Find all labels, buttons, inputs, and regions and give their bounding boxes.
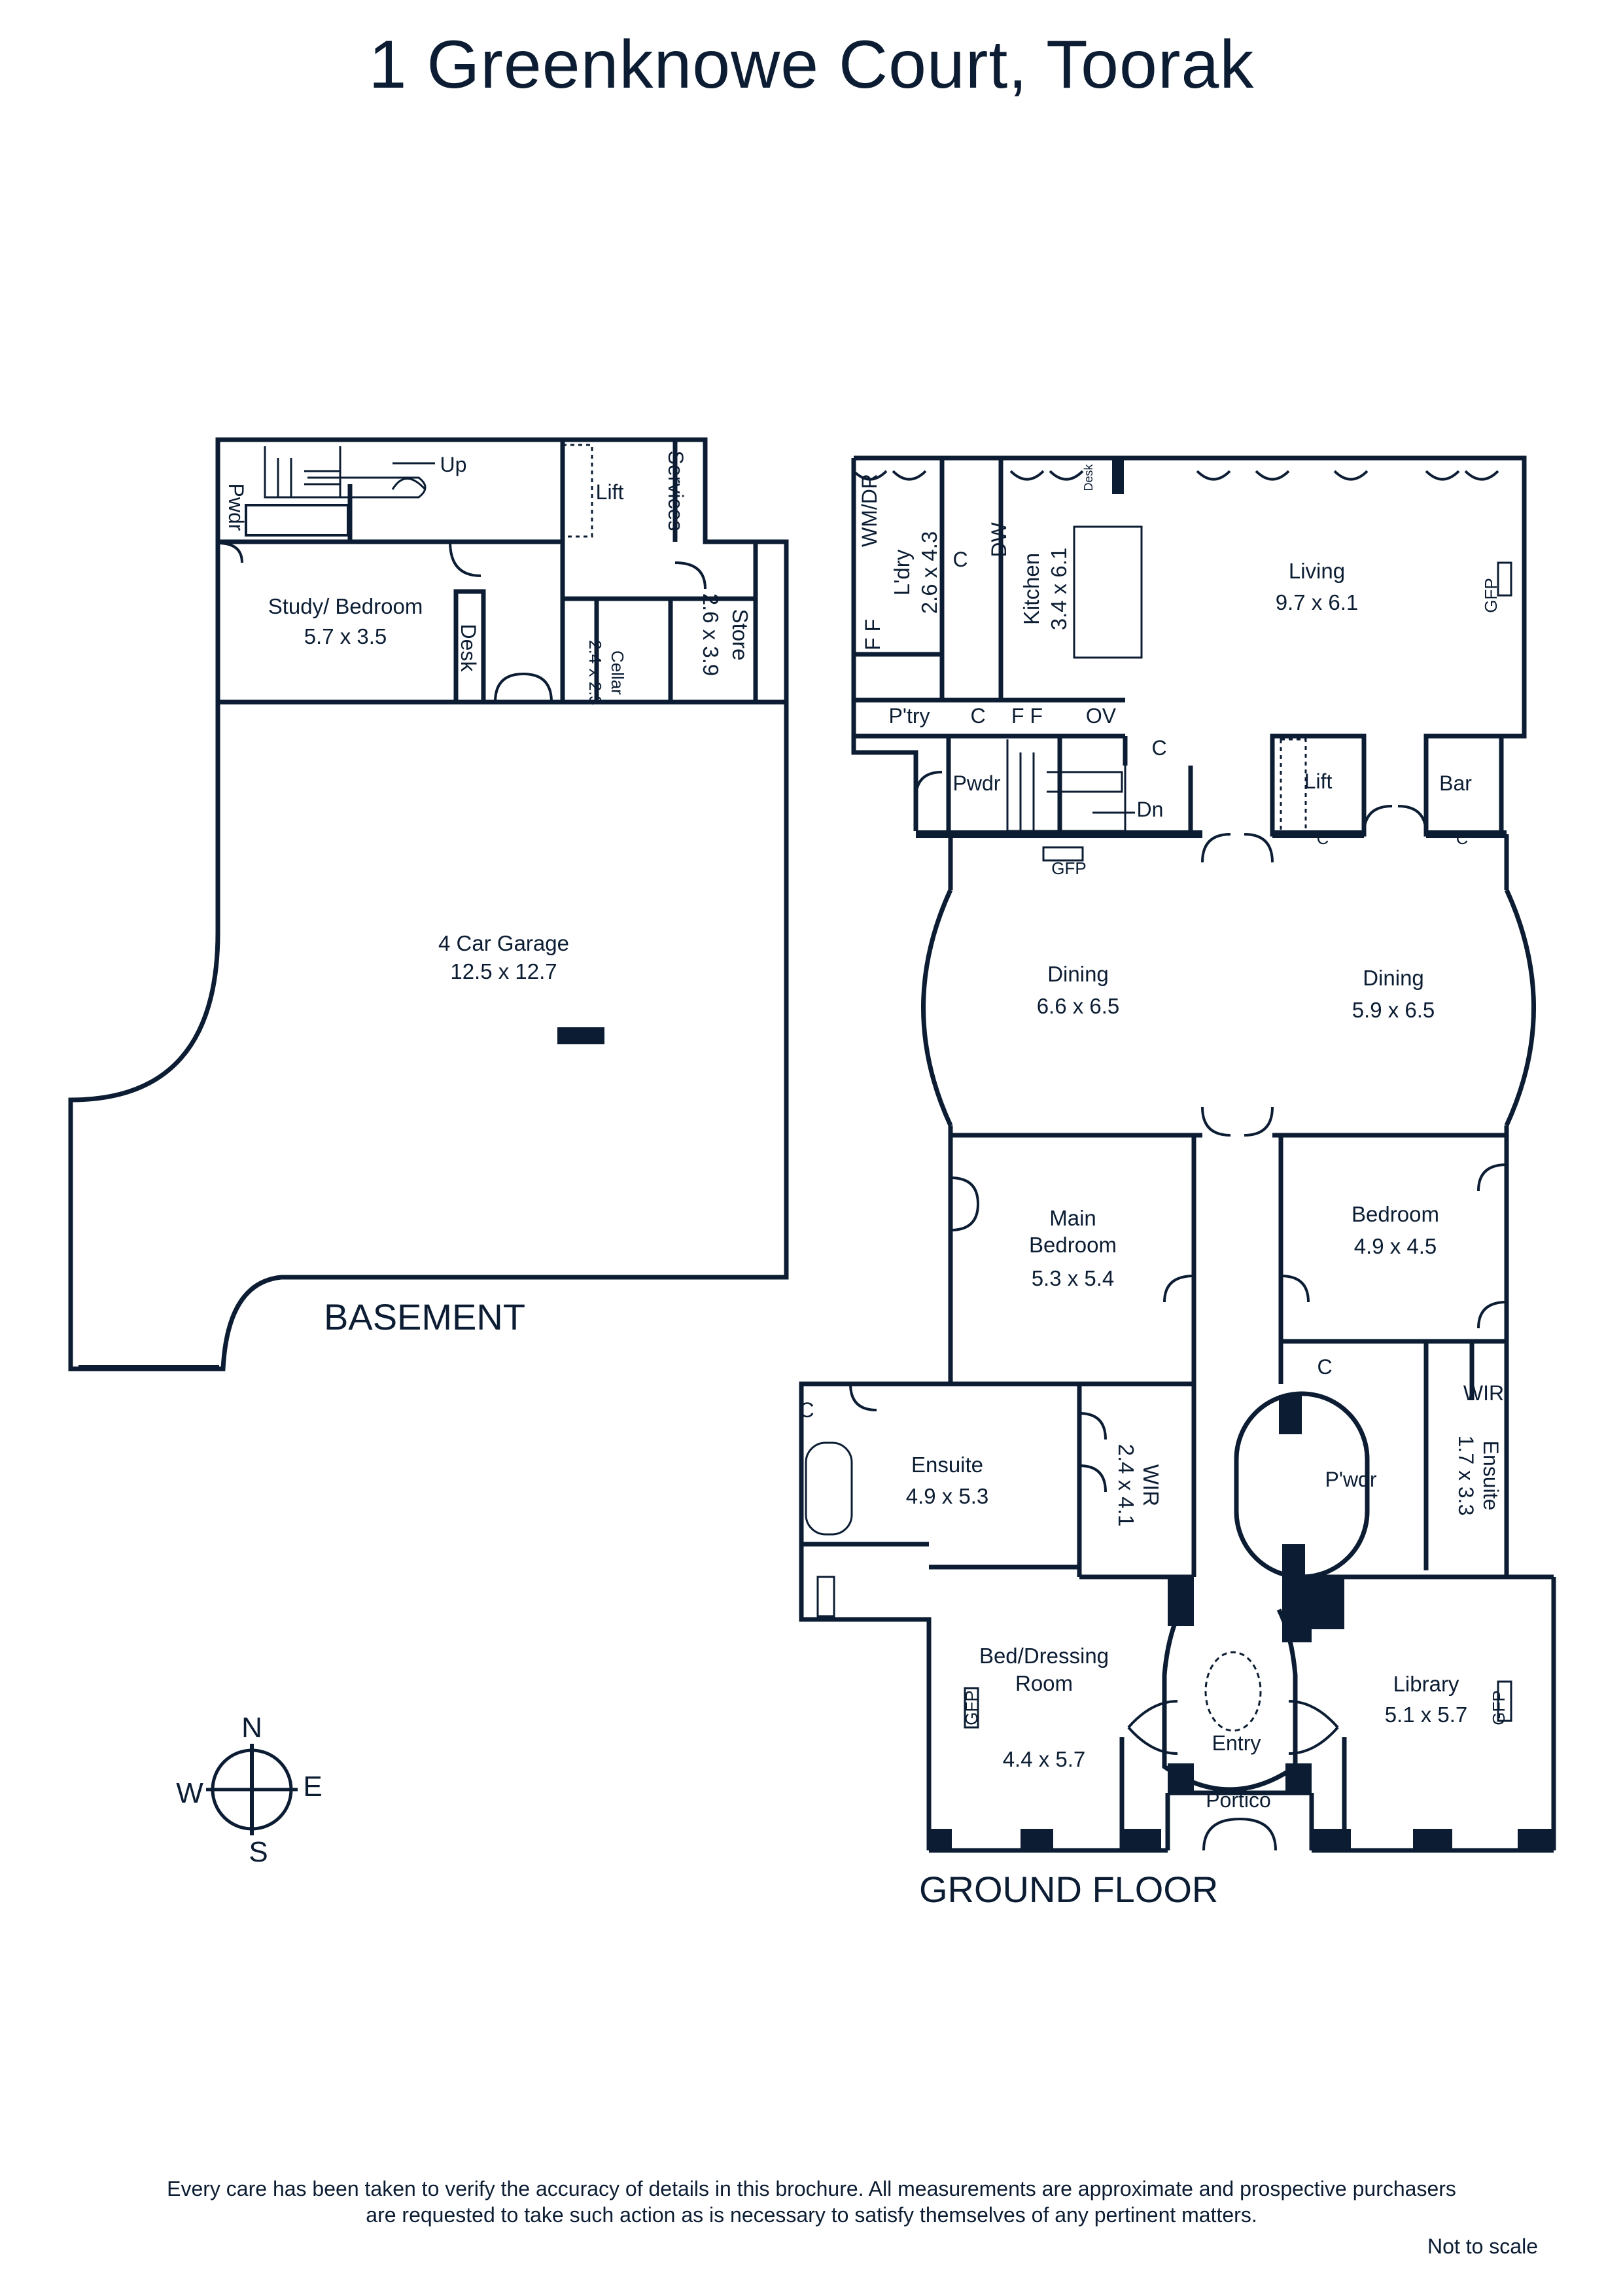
garage-dimensions: 12.5 x 12.7 [450, 959, 557, 983]
ensuite-label: Ensuite [911, 1453, 983, 1477]
main-bedroom-dimensions: 5.3 x 5.4 [1032, 1266, 1115, 1290]
cellar-label: Cellar [608, 650, 627, 695]
compass-w: W [176, 1777, 203, 1809]
gfp-dressing-label: GFP [962, 1690, 981, 1725]
wm-dr-label: WM/DR [858, 474, 881, 547]
dining-1-dimensions: 6.6 x 6.5 [1037, 994, 1120, 1018]
ff-laundry-label: F F [861, 619, 884, 650]
wir-right-label: WIR [1463, 1381, 1504, 1405]
desk-basement-label: Desk [457, 624, 480, 673]
p-wdr-label: P'wdr [1325, 1468, 1376, 1491]
ldry-label: L'dry [890, 549, 914, 595]
kitchen-label: Kitchen [1019, 553, 1043, 625]
living-dimensions: 9.7 x 6.1 [1276, 590, 1359, 614]
library-label: Library [1393, 1672, 1459, 1696]
garage-label: 4 Car Garage [438, 931, 569, 955]
study-label: Study/ Bedroom [268, 594, 423, 618]
bed-dressing-label-2: Room [1015, 1671, 1073, 1695]
desk-kitchen-label: Desk [1082, 463, 1095, 491]
disclaimer: Every care has been taken to verify the … [0, 2176, 1623, 2228]
ensuite-dimensions: 4.9 x 5.3 [906, 1484, 989, 1508]
basement-stair [264, 446, 435, 499]
compass-n: N [241, 1712, 262, 1744]
ground-walls [799, 455, 1556, 1853]
main-bedroom-label-1: Main [1049, 1206, 1096, 1230]
ov-label: OV [1086, 704, 1117, 728]
dining-2-label: Dining [1363, 966, 1424, 990]
c-bedroom-label: C [1317, 1355, 1332, 1379]
up-label: Up [440, 453, 467, 476]
c-stair-label: C [1151, 736, 1166, 760]
fixtures-furniture [805, 525, 1512, 1732]
entry-label: Entry [1212, 1731, 1261, 1755]
services-label: Services [664, 451, 688, 531]
basement-floor-label: BASEMENT [324, 1296, 526, 1337]
cellar-dimensions: 2.4 x 2.3 [585, 640, 605, 705]
main-bedroom-label-2: Bedroom [1029, 1233, 1117, 1257]
c-lift-label: C [1317, 828, 1329, 848]
page-title: 1 Greenknowe Court, Toorak [368, 27, 1255, 103]
dn-label: Dn [1137, 798, 1164, 821]
wir-dimensions: 2.4 x 4.1 [1114, 1444, 1138, 1527]
store-dimensions: 2.6 x 3.9 [699, 593, 723, 677]
disclaimer-line-1: Every care has been taken to verify the … [167, 2177, 1456, 2200]
bedroom-dimensions: 4.9 x 4.5 [1354, 1234, 1437, 1258]
living-label: Living [1289, 559, 1345, 583]
kitchen-dimensions: 3.4 x 6.1 [1047, 548, 1071, 631]
library-dimensions: 5.1 x 5.7 [1385, 1703, 1468, 1727]
wir-label: WIR [1139, 1464, 1163, 1506]
compass-s: S [249, 1836, 268, 1868]
dining-2-dimensions: 5.9 x 6.5 [1352, 998, 1435, 1022]
ground-floor-label: GROUND FLOOR [919, 1869, 1219, 1910]
disclaimer-line-2: are requested to take such action as is … [366, 2203, 1257, 2227]
gfp-library-label: GFP [1489, 1690, 1509, 1725]
lift-basement-label: Lift [596, 480, 624, 504]
lift-ground-label: Lift [1304, 769, 1333, 793]
c-bar-label: C [1456, 828, 1469, 848]
ldry-dimensions: 2.6 x 4.3 [917, 531, 941, 614]
ff-kitchen-label: F F [1011, 704, 1043, 728]
pwdr-ground-label: Pwdr [953, 771, 1001, 795]
dining-1-label: Dining [1047, 962, 1109, 986]
compass: N S E W [176, 1712, 322, 1868]
basement-doors [217, 541, 707, 703]
store-label: Store [728, 609, 752, 661]
ensuite-2-dimensions: 1.7 x 3.3 [1454, 1436, 1478, 1516]
pwdr-basement-label: Pwdr [224, 484, 248, 531]
c-pantry-label: C [970, 704, 985, 728]
solid-walls [557, 460, 1554, 1850]
bar-label: Bar [1439, 771, 1472, 795]
compass-e: E [303, 1771, 322, 1803]
ground-doors [849, 470, 1507, 1851]
c-kitchen-label: C [952, 548, 968, 571]
bed-dressing-dimensions: 4.4 x 5.7 [1003, 1747, 1086, 1771]
dw-label: DW [987, 522, 1011, 557]
gfp-living-label: GFP [1481, 578, 1501, 612]
ptry-label: P'try [889, 704, 930, 728]
portico-label: Portico [1206, 1788, 1271, 1812]
c-ensuite-label: C [799, 1398, 814, 1422]
study-dimensions: 5.7 x 3.5 [304, 624, 387, 648]
basement-walls [68, 437, 789, 1371]
bed-dressing-label-1: Bed/Dressing [979, 1644, 1109, 1668]
ensuite-2-label: Ensuite [1479, 1441, 1503, 1511]
gfp-dining-label: GFP [1051, 858, 1086, 878]
not-to-scale-note: Not to scale [1427, 2234, 1538, 2258]
bedroom-label: Bedroom [1352, 1202, 1439, 1226]
ground-stair [1006, 739, 1135, 832]
